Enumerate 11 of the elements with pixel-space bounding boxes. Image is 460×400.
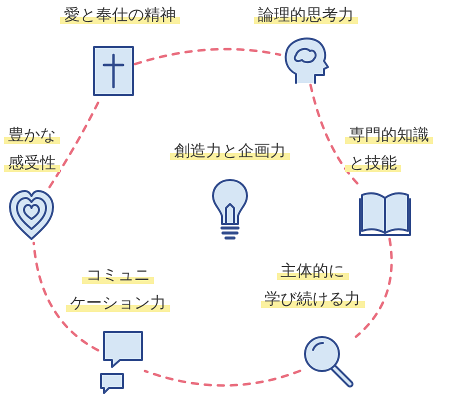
item-label: 豊かな感受性	[4, 122, 74, 178]
bible-icon	[92, 45, 135, 97]
speech-bubbles-icon	[98, 330, 145, 395]
item-label: 主体的に学び続ける力	[250, 258, 375, 314]
heart-icon	[8, 187, 55, 243]
item-label: コミュニケーション力	[58, 262, 178, 318]
item-label: 専門的知識と技能	[345, 122, 457, 178]
dashed-connector	[354, 238, 393, 338]
dashed-connector	[134, 48, 282, 66]
dashed-connector	[32, 242, 100, 352]
dashed-connector	[309, 84, 360, 186]
